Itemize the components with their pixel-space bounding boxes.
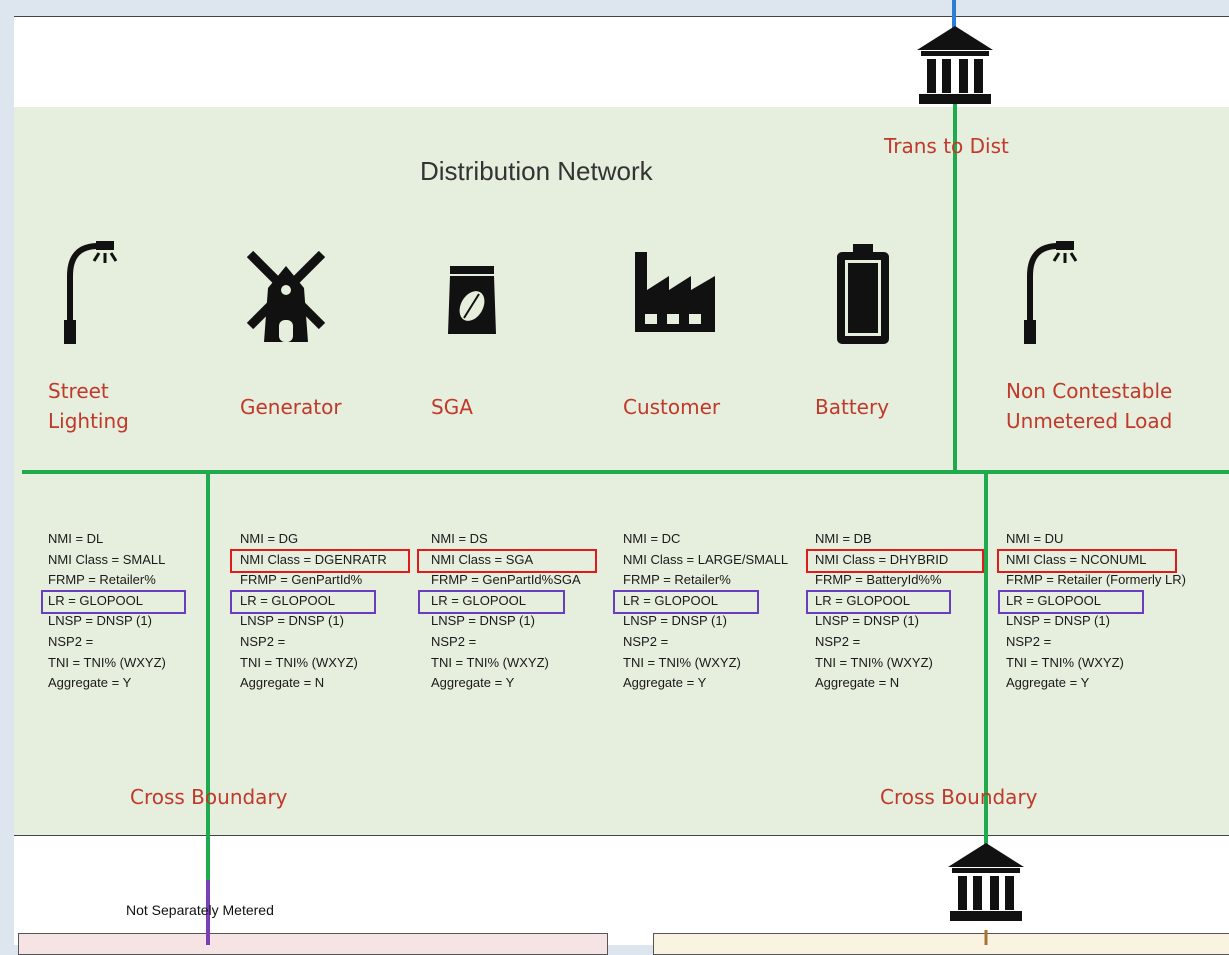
top-substation-icon (917, 26, 993, 104)
lnsp: LNSP = DNSP (1) (48, 613, 152, 629)
lnsp: LNSP = DNSP (1) (240, 613, 344, 629)
diagram-title: Distribution Network (420, 156, 653, 186)
frmp: FRMP = BatteryId%% (815, 572, 942, 588)
nmi-class: NMI Class = NCONUML (1006, 551, 1147, 567)
nmi-class: NMI Class = DGENRATR (240, 551, 387, 567)
seed-bag-icon (448, 266, 496, 334)
aggregate: Aggregate = Y (431, 675, 515, 691)
aggregate: Aggregate = N (240, 675, 325, 691)
load-label-line: Non Contestable (1006, 379, 1173, 403)
battery-icon (837, 244, 889, 344)
nmi-value: NMI = DS (431, 531, 488, 546)
load-label-customer: Customer (623, 395, 721, 419)
lr: LR = GLOPOOL (815, 592, 911, 608)
nmi-column-ds: NMI = DS NMI Class = SGA FRMP = GenPartI… (431, 529, 581, 694)
lr-highlight (418, 590, 565, 614)
nmi-column-du: NMI = DU NMI Class = NCONUML FRMP = Reta… (1006, 529, 1186, 694)
frmp: FRMP = GenPartId%SGA (431, 572, 581, 588)
street-light-icon (1024, 241, 1078, 344)
lower-band (14, 836, 1229, 945)
load-label-street-lighting: Street Lighting (48, 376, 129, 436)
lr: LR = GLOPOOL (240, 592, 336, 608)
frmp: FRMP = Retailer (Formerly LR) (1006, 572, 1186, 588)
nmi-value: NMI = DC (623, 531, 681, 546)
lnsp: LNSP = DNSP (1) (623, 613, 727, 629)
aggregate: Aggregate = Y (48, 675, 132, 691)
cross-boundary-left-label: Cross Boundary (130, 785, 288, 809)
tni: TNI = TNI% (WXYZ) (623, 654, 741, 670)
load-label-generator: Generator (240, 395, 342, 419)
tni: TNI = TNI% (WXYZ) (240, 654, 358, 670)
tni: TNI = TNI% (WXYZ) (1006, 654, 1124, 670)
nmi-value: NMI = DL (48, 531, 104, 546)
nmi-class-highlight (997, 549, 1177, 573)
load-label-battery: Battery (815, 395, 890, 419)
lnsp: LNSP = DNSP (1) (431, 613, 535, 629)
load-label-line: Lighting (48, 409, 129, 433)
frmp: FRMP = Retailer% (623, 572, 731, 588)
frmp: FRMP = GenPartId% (240, 572, 363, 588)
frmp: FRMP = Retailer% (48, 572, 156, 588)
lr-highlight (998, 590, 1144, 614)
street-light-icon (64, 241, 118, 344)
aggregate: Aggregate = N (815, 675, 900, 691)
factory-icon (635, 252, 715, 332)
load-label-unmetered: Non Contestable Unmetered Load (1006, 376, 1172, 436)
tni: TNI = TNI% (WXYZ) (815, 654, 933, 670)
nsp2: NSP2 = (240, 633, 286, 649)
nsp2: NSP2 = (623, 633, 669, 649)
nmi-class-highlight (230, 549, 410, 573)
nmi-class: NMI Class = SMALL (48, 551, 166, 567)
nmi-column-db: NMI = DB NMI Class = DHYBRID FRMP = Batt… (815, 529, 948, 694)
cross-boundary-right-label: Cross Boundary (880, 785, 1038, 809)
lr-highlight (41, 590, 186, 614)
nsp2: NSP2 = (1006, 633, 1052, 649)
lr: LR = GLOPOOL (623, 592, 719, 608)
nsp2: NSP2 = (815, 633, 861, 649)
tni: TNI = TNI% (WXYZ) (431, 654, 549, 670)
lnsp: LNSP = DNSP (1) (815, 613, 919, 629)
nmi-column-dc: NMI = DC NMI Class = LARGE/SMALL FRMP = … (623, 529, 788, 694)
lr-highlight (806, 590, 951, 614)
nmi-column-dg: NMI = DG NMI Class = DGENRATR FRMP = Gen… (240, 529, 387, 694)
not-separately-metered-label: Not Separately Metered (126, 902, 274, 918)
nmi-class: NMI Class = LARGE/SMALL (623, 551, 789, 567)
nmi-class: NMI Class = SGA (431, 551, 534, 567)
lr-highlight (230, 590, 376, 614)
nsp2: NSP2 = (431, 633, 477, 649)
windmill-icon (246, 250, 326, 342)
nmi-value: NMI = DU (1006, 531, 1064, 546)
nmi-value: NMI = DB (815, 531, 872, 546)
lr: LR = GLOPOOL (48, 592, 144, 608)
tni: TNI = TNI% (WXYZ) (48, 654, 166, 670)
nsp2: NSP2 = (48, 633, 94, 649)
lr: LR = GLOPOOL (1006, 592, 1102, 608)
nmi-value: NMI = DG (240, 531, 299, 546)
load-label-line: Unmetered Load (1006, 409, 1173, 433)
nmi-class-highlight (417, 549, 597, 573)
lr-highlight (613, 590, 759, 614)
lr: LR = GLOPOOL (431, 592, 527, 608)
aggregate: Aggregate = Y (1006, 675, 1090, 691)
nmi-column-dl: NMI = DL NMI Class = SMALL FRMP = Retail… (48, 529, 166, 694)
trans-to-dist-label: Trans to Dist (884, 134, 1009, 158)
lnsp: LNSP = DNSP (1) (1006, 613, 1110, 629)
nmi-class: NMI Class = DHYBRID (815, 551, 949, 567)
load-label-line: Street (48, 379, 109, 403)
aggregate: Aggregate = Y (623, 675, 707, 691)
nmi-class-highlight (806, 549, 984, 573)
bottom-substation-icon (948, 843, 1024, 921)
load-label-sga: SGA (431, 395, 473, 419)
transmission-band (14, 16, 1229, 108)
